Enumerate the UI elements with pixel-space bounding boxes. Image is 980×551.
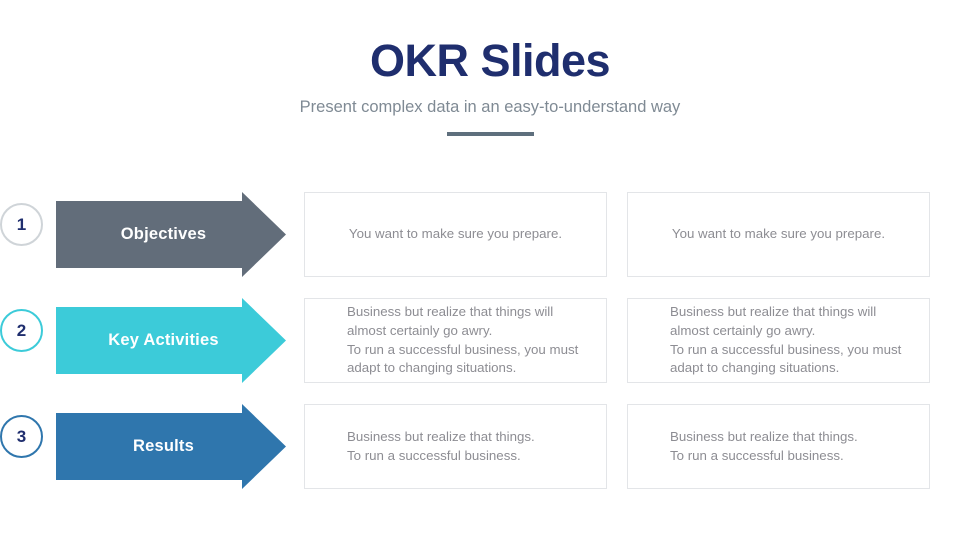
arrow-shape-icon — [56, 404, 286, 489]
arrow-key-activities[interactable]: Key Activities — [56, 298, 286, 383]
okr-row: Objectives 1 You want to make sure you p… — [0, 192, 980, 277]
content-box-left[interactable]: Business but realize that things. To run… — [304, 404, 607, 489]
okr-rows: Objectives 1 You want to make sure you p… — [0, 192, 980, 489]
content-box-right[interactable]: Business but realize that things. To run… — [627, 404, 930, 489]
content-box-text: Business but realize that things. To run… — [670, 428, 858, 463]
content-box-text: Business but realize that things will al… — [347, 303, 579, 376]
title-divider — [446, 132, 534, 137]
content-box-left[interactable]: You want to make sure you prepare. — [304, 192, 607, 277]
step-number-circle: 2 — [0, 309, 43, 352]
step-number: 3 — [16, 426, 27, 446]
arrow-polygon-1 — [56, 192, 286, 277]
content-box-left[interactable]: Business but realize that things will al… — [304, 298, 607, 383]
page-subtitle: Present complex data in an easy-to-under… — [299, 97, 681, 116]
arrow-polygon-3 — [56, 404, 286, 489]
arrow-polygon-2 — [56, 298, 286, 383]
step-number-circle: 1 — [0, 203, 43, 246]
content-box-text: Business but realize that things will al… — [670, 303, 902, 376]
slide-header: OKR Slides Present complex data in an ea… — [0, 35, 980, 137]
page-title: OKR Slides — [369, 35, 611, 86]
arrow-shape-icon — [56, 298, 286, 383]
content-box-text: You want to make sure you prepare. — [671, 226, 886, 242]
content-box-text: You want to make sure you prepare. — [348, 226, 563, 242]
content-box-right[interactable]: You want to make sure you prepare. — [627, 192, 930, 277]
step-number-circle: 3 — [0, 415, 43, 458]
okr-row: Results 3 Business but realize that thin… — [0, 404, 980, 489]
arrow-objectives[interactable]: Objectives — [56, 192, 286, 277]
arrow-results[interactable]: Results — [56, 404, 286, 489]
okr-row: Key Activities 2 Business but realize th… — [0, 298, 980, 383]
step-number: 1 — [16, 214, 27, 234]
content-box-text: Business but realize that things. To run… — [347, 428, 535, 463]
step-number: 2 — [16, 320, 27, 340]
content-box-right[interactable]: Business but realize that things will al… — [627, 298, 930, 383]
arrow-shape-icon — [56, 192, 286, 277]
